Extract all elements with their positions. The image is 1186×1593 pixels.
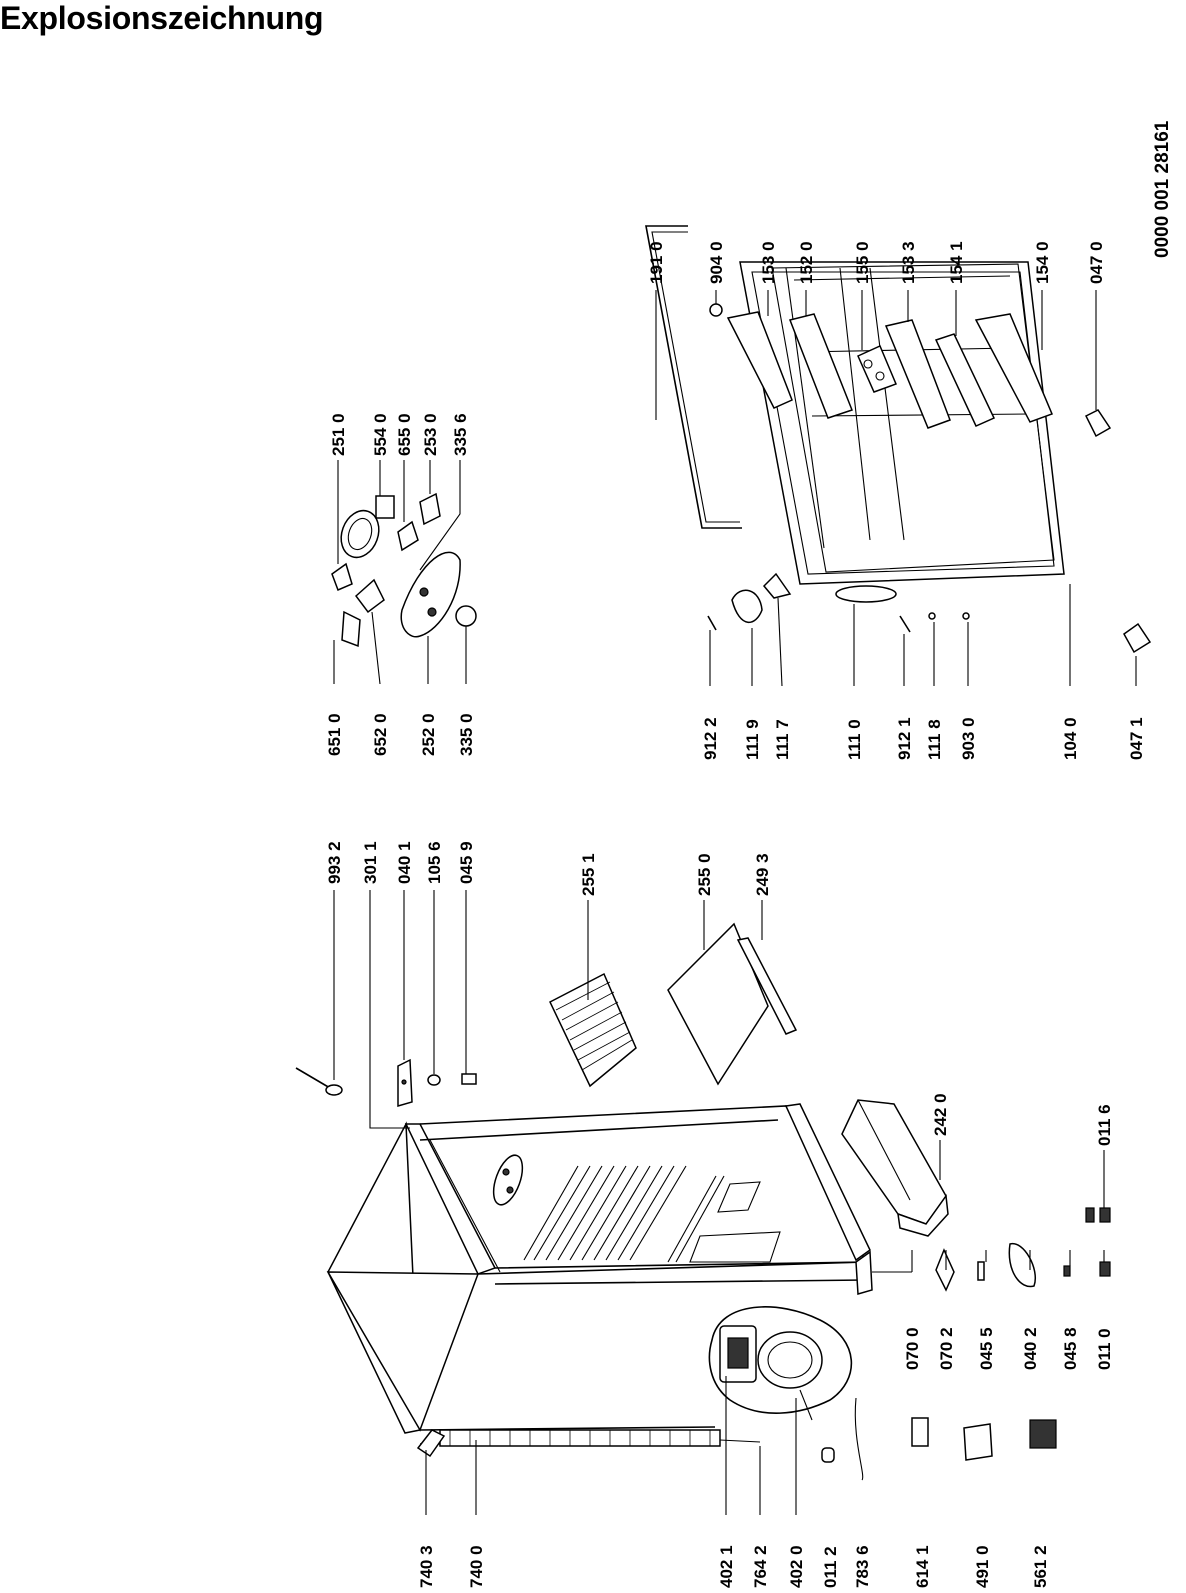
small-parts-lower — [821, 1207, 1111, 1481]
label-p1119: 111 9 — [743, 719, 762, 760]
label-p2520: 252 0 — [419, 713, 438, 756]
label-p1550: 155 0 — [853, 241, 872, 284]
door-bins — [709, 303, 1152, 654]
label-p0401: 040 1 — [395, 841, 414, 884]
label-p0116: 011 6 — [1095, 1104, 1114, 1146]
part-labels: 740 3 740 0 402 1 764 2 402 0 011 2 783 … — [325, 120, 1173, 1588]
label-p1040: 104 0 — [1061, 717, 1080, 760]
label-p7836: 783 6 — [853, 1545, 872, 1588]
label-p6141: 614 1 — [913, 1545, 932, 1588]
label-p9030: 903 0 — [959, 717, 978, 760]
label-p0471: 047 1 — [1127, 717, 1146, 760]
page-title: Explosionszeichnung — [0, 0, 324, 36]
label-p0700: 070 0 — [903, 1327, 922, 1370]
label-p0470: 047 0 — [1087, 241, 1106, 284]
label-p3011: 301 1 — [361, 841, 380, 884]
label-p4910: 491 0 — [973, 1545, 992, 1588]
label-p0110: 011 0 — [1095, 1328, 1114, 1370]
label-p4021: 402 1 — [717, 1545, 736, 1588]
label-p1110: 111 0 — [845, 719, 864, 760]
label-p2493: 249 3 — [753, 853, 772, 896]
label-p1910: 191 0 — [647, 241, 666, 284]
label-p7400: 740 0 — [467, 1545, 486, 1588]
document-number: 0000 001 28161 — [1152, 120, 1173, 258]
label-p3356: 335 6 — [451, 413, 470, 456]
label-p9932: 993 2 — [325, 841, 344, 884]
door — [739, 261, 1065, 603]
label-p6550: 655 0 — [395, 413, 414, 456]
label-p2550: 255 0 — [695, 853, 714, 896]
label-p1541: 154 1 — [947, 241, 966, 284]
label-p5540: 554 0 — [371, 413, 390, 456]
label-p4020: 402 0 — [787, 1545, 806, 1588]
shelf-rails — [523, 1165, 781, 1263]
door-hardware — [707, 572, 970, 633]
label-p2510: 251 0 — [329, 413, 348, 456]
label-p0455: 045 5 — [977, 1327, 996, 1370]
label-p1540: 154 0 — [1033, 241, 1052, 284]
compressor-group — [708, 1306, 853, 1421]
label-p7403: 740 3 — [417, 1545, 436, 1588]
label-p5612: 561 2 — [1031, 1545, 1050, 1588]
label-p6520: 652 0 — [371, 713, 390, 756]
label-p0459: 045 9 — [457, 841, 476, 884]
label-p2551: 255 1 — [579, 853, 598, 896]
label-p1056: 105 6 — [425, 841, 444, 884]
label-p1530: 153 0 — [759, 241, 778, 284]
label-p7642: 764 2 — [751, 1545, 770, 1588]
condenser — [416, 1429, 761, 1458]
thermostat-assembly — [331, 492, 477, 648]
label-p9040: 904 0 — [707, 241, 726, 284]
label-p0402: 040 2 — [1021, 1327, 1040, 1370]
label-p9122: 912 2 — [701, 717, 720, 760]
label-p1117: 111 7 — [773, 719, 792, 760]
cabinet-body — [326, 1103, 873, 1445]
label-p9121: 912 1 — [895, 717, 914, 760]
label-p1520: 152 0 — [797, 241, 816, 284]
label-p1533: 153 3 — [899, 241, 918, 284]
small-parts-upper — [295, 1058, 477, 1107]
glass-plate — [667, 922, 798, 1086]
wire-shelf — [549, 972, 637, 1088]
label-p0458: 045 8 — [1061, 1327, 1080, 1370]
door-handle — [645, 225, 742, 529]
cabinet-thermostat — [492, 1154, 524, 1206]
label-p0112: 011 2 — [821, 1546, 840, 1588]
leader-lines — [333, 290, 1137, 1515]
crisper-drawer — [841, 1099, 949, 1237]
label-p2530: 253 0 — [421, 413, 440, 456]
label-p1118: 111 8 — [925, 719, 944, 760]
label-p3350: 335 0 — [457, 713, 476, 756]
label-p6510: 651 0 — [325, 713, 344, 756]
label-p2420: 242 0 — [931, 1093, 950, 1136]
label-p0702: 070 2 — [937, 1327, 956, 1370]
